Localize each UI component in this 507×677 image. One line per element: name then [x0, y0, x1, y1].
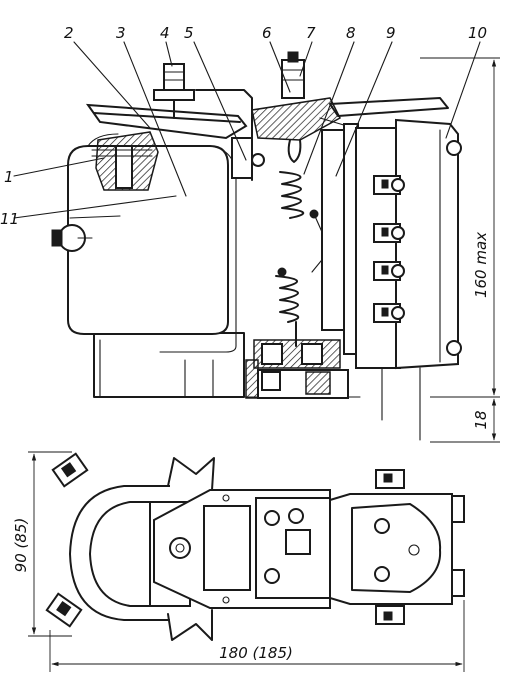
terminal-screw — [373, 261, 405, 281]
adjusting-screw — [153, 63, 195, 119]
callout-3: 3 — [116, 24, 126, 42]
top-terminal-block — [329, 493, 453, 605]
terminal-screw — [373, 303, 405, 323]
top-frame-ears — [167, 457, 215, 641]
terminal-screw — [375, 605, 405, 625]
callout-1: 1 — [4, 168, 14, 186]
terminal-screws — [373, 175, 405, 323]
upper-spring — [279, 171, 319, 219]
top-view: 90 (85) 180 (185) — [12, 451, 465, 672]
width-dimension: 180 (185) — [49, 600, 465, 672]
bent-bracket — [195, 89, 265, 181]
callout-9: 9 — [386, 24, 396, 42]
callout-4: 4 — [160, 24, 170, 42]
armature-plate — [85, 103, 248, 140]
terminal-screw — [373, 175, 405, 195]
dimension-height-base: 18 — [472, 410, 490, 429]
callout-5: 5 — [184, 24, 194, 42]
callout-8: 8 — [346, 24, 356, 42]
terminal-screw — [373, 223, 405, 243]
core-section — [91, 131, 159, 191]
leader-lines — [13, 41, 481, 219]
height-dimension: 160 max 18 — [420, 57, 500, 443]
callout-11: 11 — [0, 210, 19, 228]
top-left-screws — [45, 452, 89, 628]
dimension-width: 180 (185) — [219, 644, 293, 662]
terminal-screw — [451, 569, 465, 597]
lower-contacts — [245, 339, 349, 399]
callout-6: 6 — [262, 24, 272, 42]
terminal-block — [355, 118, 462, 441]
vertical-guide — [321, 123, 359, 355]
coil — [67, 133, 237, 353]
coil-terminal-screw — [51, 224, 93, 252]
callouts: 2 3 4 5 6 7 8 9 10 1 11 — [0, 24, 487, 228]
callout-10: 10 — [468, 24, 487, 42]
terminal-screw — [451, 495, 465, 523]
dimension-depth: 90 (85) — [12, 518, 30, 573]
callout-7: 7 — [306, 24, 316, 42]
contact-holder — [251, 51, 341, 163]
side-view: 160 max 18 2 3 4 5 6 7 8 9 10 — [0, 24, 500, 443]
top-plate — [153, 489, 331, 609]
terminal-screw — [45, 592, 83, 628]
terminal-screw — [375, 469, 405, 489]
dimension-height-max: 160 max — [472, 232, 490, 298]
terminal-screw — [51, 452, 89, 488]
depth-dimension: 90 (85) — [12, 451, 72, 637]
top-terminal-screws — [375, 469, 465, 625]
callout-2: 2 — [64, 24, 74, 42]
